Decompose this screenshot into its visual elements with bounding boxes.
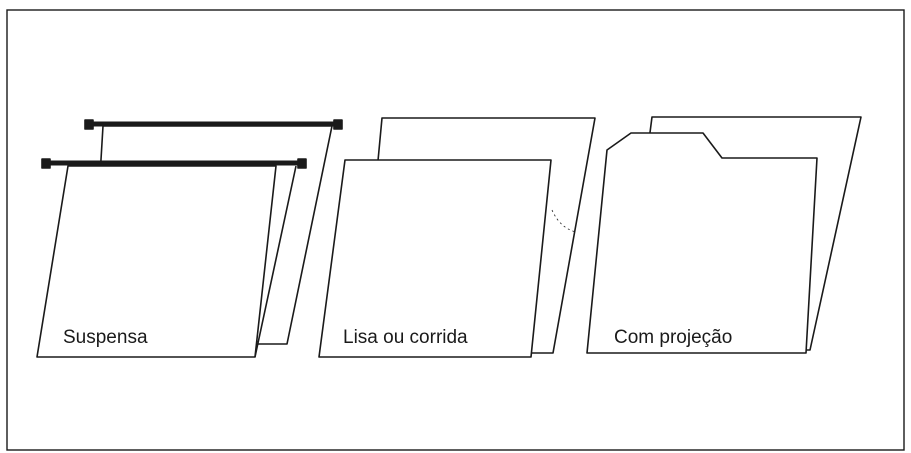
projecao-front-sheet (586, 132, 818, 354)
outer-border (6, 9, 905, 451)
lisa-crease-mark (551, 209, 577, 233)
suspensa-back-rail-end-right (333, 119, 343, 130)
folder-suspensa (36, 119, 343, 358)
suspensa-front-rail-end-left (41, 158, 51, 169)
suspensa-front-rail-end-right (297, 158, 307, 169)
label-lisa: Lisa ou corrida (343, 327, 468, 348)
lisa-front-sheet (318, 159, 552, 358)
suspensa-back-rail-end-left (84, 119, 94, 130)
folder-projecao (586, 116, 862, 354)
folder-lisa (318, 117, 596, 358)
label-suspensa: Suspensa (63, 327, 148, 348)
suspensa-fold (254, 165, 297, 358)
label-projecao: Com projeção (614, 327, 732, 348)
